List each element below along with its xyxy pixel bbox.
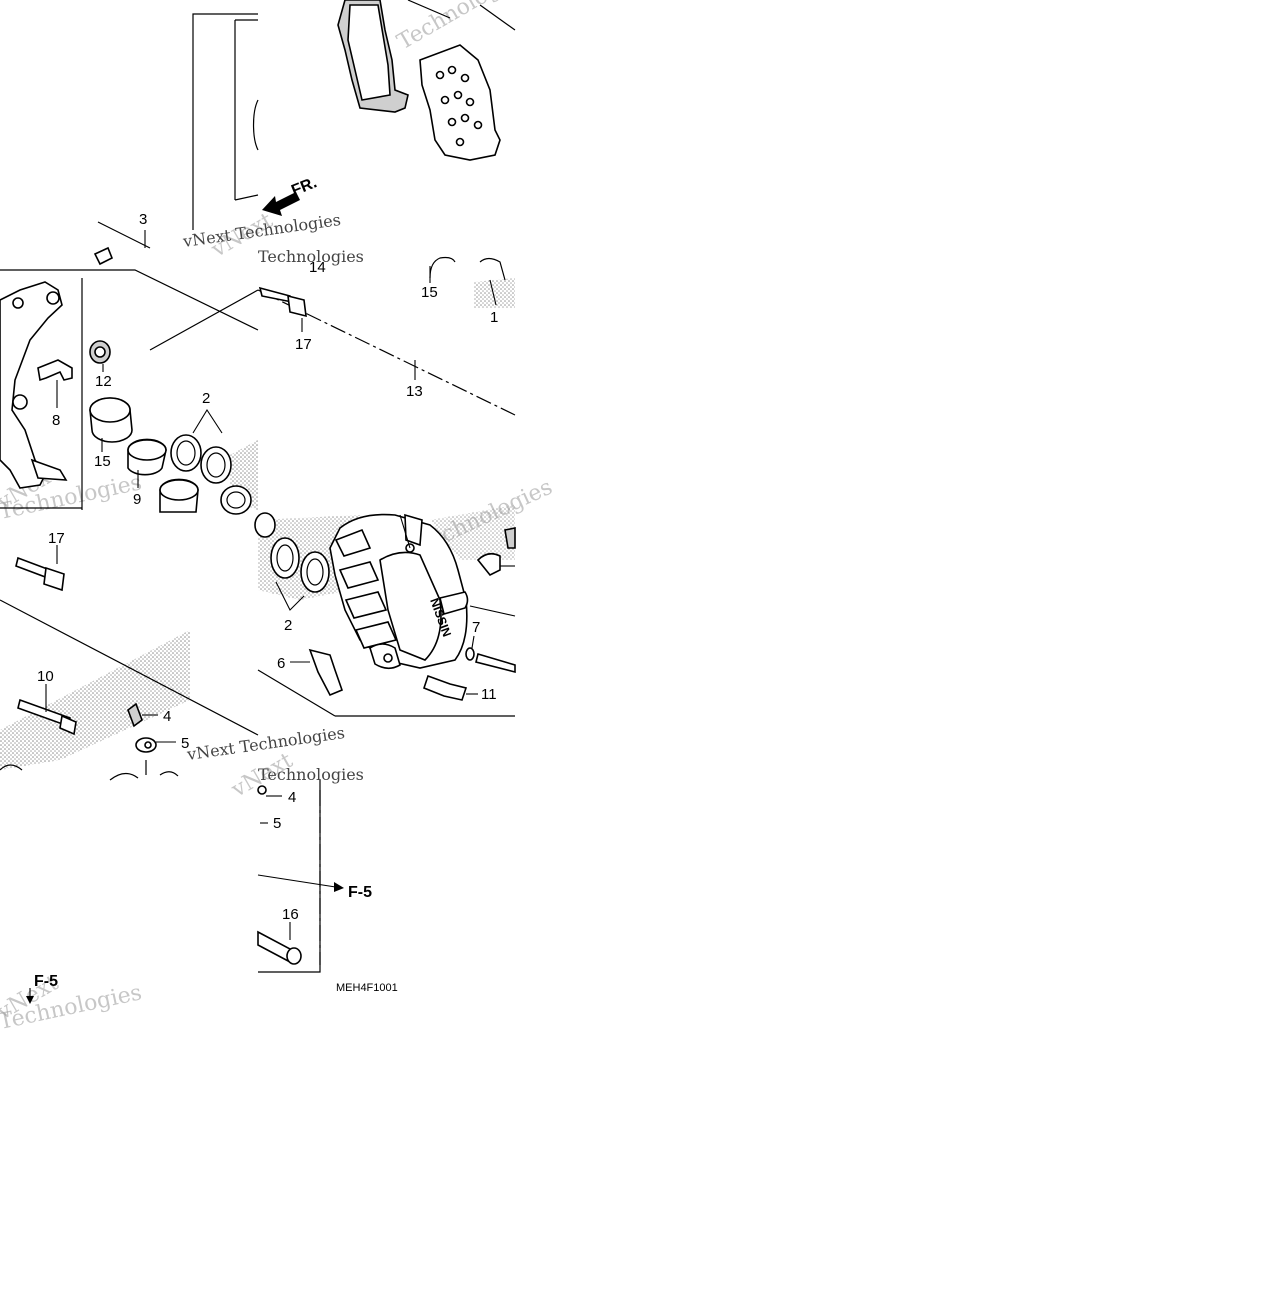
watermark-text: Technologies — [258, 247, 364, 266]
callouts: 1 2 2 3 4 4 5 5 6 7 8 9 10 11 12 13 14 1… — [37, 211, 498, 923]
watermark-text: Technologies — [258, 765, 364, 784]
front-arrow-label: FR. — [289, 174, 319, 199]
caliper-bracket — [0, 281, 68, 489]
callout-5: 5 — [273, 815, 281, 832]
part-nut — [89, 340, 111, 372]
part-boot — [89, 397, 133, 452]
callout-8: 8 — [52, 412, 60, 429]
callout-4: 4 — [163, 708, 171, 725]
callout-17: 17 — [295, 336, 312, 353]
caliper-body: NISSIN — [329, 513, 516, 670]
ref-arrow-icon — [26, 996, 34, 1004]
part-bolt — [258, 286, 307, 332]
part-small-fittings — [429, 256, 506, 306]
part-bolt — [15, 545, 65, 592]
part-clip — [37, 359, 73, 408]
front-direction-arrow: FR. — [262, 174, 319, 216]
callout-5: 5 — [181, 735, 189, 752]
ref-label-f5: F-5 — [348, 884, 372, 901]
part-bleeder — [0, 702, 179, 781]
callout-13: 13 — [406, 383, 423, 400]
callout-9: 9 — [133, 491, 141, 508]
assembly-frame — [0, 13, 516, 973]
ref-label-f5: F-5 — [34, 973, 58, 990]
brake-pad-set — [337, 0, 516, 161]
callout-3: 3 — [139, 211, 147, 228]
watermark-text: vNext Technologies — [185, 723, 346, 764]
callout-4: 4 — [288, 789, 296, 806]
part-pin-plug — [423, 635, 516, 701]
diagram-code: MEH4F1001 — [336, 982, 398, 994]
callout-15: 15 — [421, 284, 438, 301]
part-lower-fittings — [257, 785, 344, 965]
part-pin-long — [17, 684, 77, 736]
callout-7: 7 — [472, 619, 480, 636]
callout-12: 12 — [95, 373, 112, 390]
callout-10: 10 — [37, 668, 54, 685]
callout-15: 15 — [94, 453, 111, 470]
callout-2: 2 — [202, 390, 210, 407]
callout-1: 1 — [490, 309, 498, 326]
callout-11: 11 — [481, 686, 497, 703]
callout-2: 2 — [284, 617, 292, 634]
callout-14: 14 — [309, 259, 326, 276]
callout-16: 16 — [282, 906, 299, 923]
callout-17: 17 — [48, 530, 65, 547]
callout-6: 6 — [277, 655, 285, 672]
part-pin — [93, 230, 146, 266]
part-bleeder — [476, 527, 516, 577]
part-piston — [127, 438, 199, 513]
part-pad-spring — [290, 648, 344, 697]
part-seal-set — [170, 408, 252, 515]
part-seal-set — [254, 512, 330, 611]
